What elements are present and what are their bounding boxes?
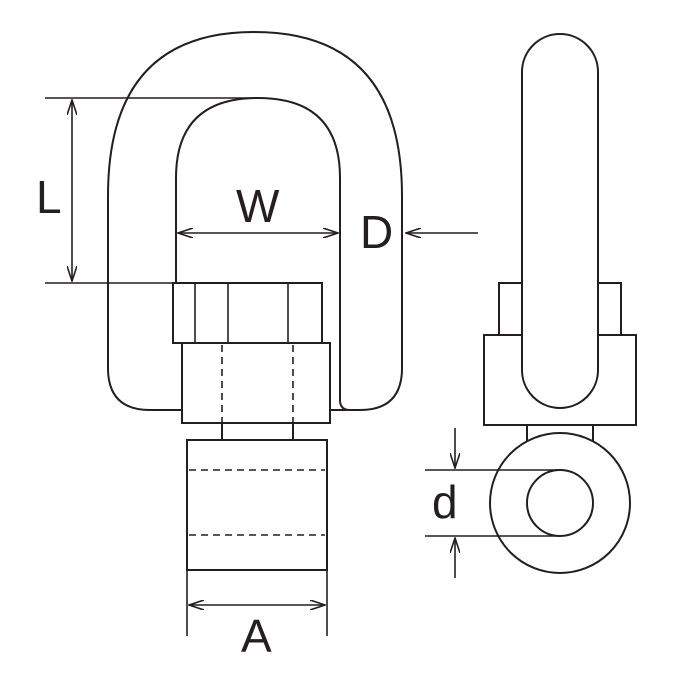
side-view (483, 33, 637, 574)
threaded-shank (186, 439, 328, 571)
label-L: L (36, 171, 62, 223)
dimension-A: A (186, 570, 328, 662)
dimension-D: D (360, 206, 478, 258)
front-view (107, 30, 403, 571)
label-d: d (432, 476, 458, 528)
bail-inner (175, 96, 351, 411)
eye-outer-ring (489, 432, 631, 574)
collar (181, 342, 331, 424)
label-W: W (236, 180, 280, 232)
dimension-d: d (425, 428, 560, 578)
side-bail (521, 33, 599, 409)
dimension-L: L (36, 97, 320, 284)
bail-outer (107, 30, 403, 411)
label-A: A (241, 610, 272, 662)
label-D: D (360, 206, 393, 258)
dimension-W: W (178, 180, 338, 233)
